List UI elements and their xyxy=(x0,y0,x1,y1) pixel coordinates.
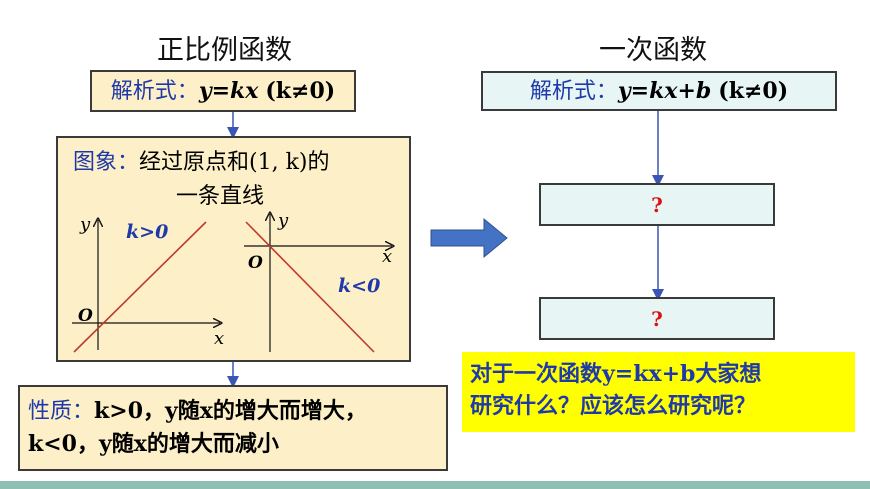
question-box: 对于一次函数y=kx+b大家想 研究什么？应该怎么研究呢？ xyxy=(462,352,855,432)
image-text-line-1: 图象：经过原点和(1, k)的 xyxy=(73,148,330,178)
graph1-y-label: y xyxy=(79,214,91,235)
graph2-x-label: x xyxy=(382,246,392,267)
right-formula-expr: y=kx+b xyxy=(617,78,712,104)
property-box: 性质：k>0，y随x的增大而增大， k<0，y随x的增大而减小 xyxy=(18,385,448,471)
property-line-1: k>0，y随x的增大而增大， xyxy=(94,398,367,424)
image-box: 图象：经过原点和(1, k)的 一条直线 y x O k>0 y x O k<0 xyxy=(56,136,411,362)
bottom-bar xyxy=(0,481,870,489)
block-arrow xyxy=(430,217,508,259)
left-formula-box: 解析式：y=kx (k≠0) xyxy=(90,70,356,112)
left-formula-label: 解析式： xyxy=(110,79,199,104)
property-line-1-row: 性质：k>0，y随x的增大而增大， xyxy=(28,395,446,428)
property-label: 性质： xyxy=(28,399,95,424)
right-formula-cond: (k≠0) xyxy=(718,78,789,104)
graph2-origin: O xyxy=(248,253,263,273)
left-heading: 正比例函数 xyxy=(157,35,292,66)
property-line-2: k<0，y随x的增大而减小 xyxy=(28,431,279,457)
left-formula-expr: y=kx xyxy=(198,78,259,104)
right-heading: 一次函数 xyxy=(599,35,707,66)
image-text-2: 一条直线 xyxy=(176,184,265,209)
graph1-case: k>0 xyxy=(126,221,168,243)
graph1-origin: O xyxy=(78,306,93,326)
graphs-svg: y x O k>0 y x O k<0 xyxy=(72,210,409,353)
right-formula-box: 解析式：y=kx+b (k≠0) xyxy=(481,71,837,111)
question-line-1: 对于一次函数y=kx+b大家想 xyxy=(470,361,762,387)
graph1-x-label: x xyxy=(214,328,224,349)
graph1-line xyxy=(73,221,207,353)
unknown-box-2: ? xyxy=(539,297,775,340)
unknown-box-1: ? xyxy=(539,183,775,226)
image-text-1: 经过原点和(1, k)的 xyxy=(139,150,330,175)
left-formula-cond: (k≠0) xyxy=(265,78,336,104)
graph2-y-label: y xyxy=(277,210,289,231)
question-line-2: 研究什么？应该怎么研究呢？ xyxy=(470,393,757,419)
graph2-case: k<0 xyxy=(338,275,380,297)
image-label: 图象： xyxy=(73,150,140,175)
graph2-line xyxy=(245,221,375,353)
right-formula-label: 解析式： xyxy=(529,79,618,104)
